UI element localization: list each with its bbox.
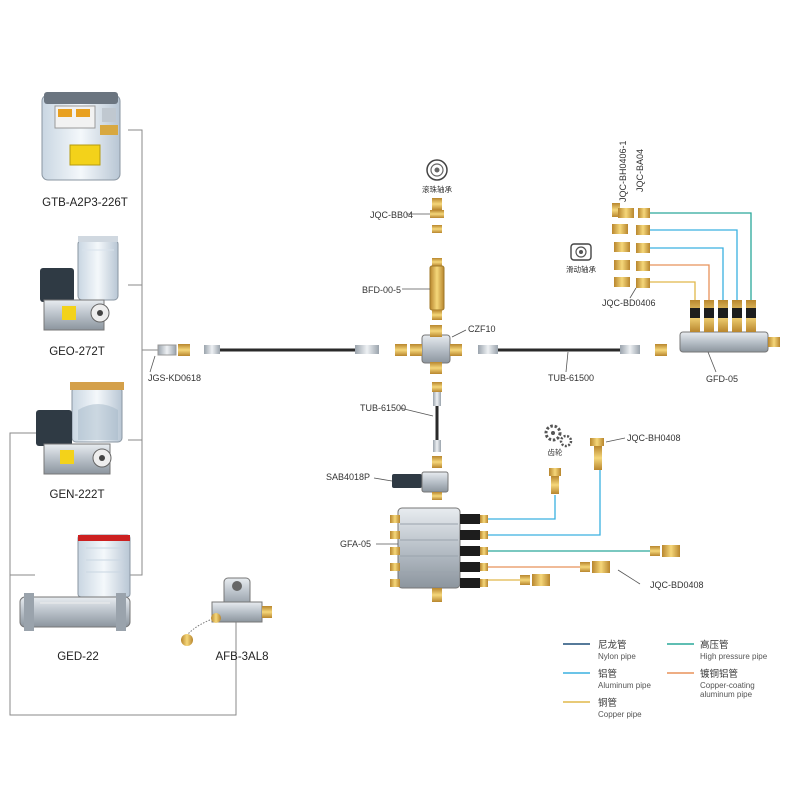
legend-en-aluminum: Aluminum pipe — [598, 681, 651, 690]
legend-cn-copper: 铜管 — [598, 697, 617, 709]
gfd05-distributor — [679, 300, 780, 353]
jqc-bb04-fitting — [430, 198, 444, 233]
label-jqc-bh0406: JQC-BH0406-1 — [618, 140, 628, 202]
label-roller-bearing: 滚珠轴承 — [422, 184, 452, 194]
jqc-bd0408-fittings — [520, 545, 680, 586]
pump-ged-image — [19, 534, 131, 631]
label-jqc-ba04: JQC-BA04 — [635, 149, 645, 192]
label-jqc-bd0408: JQC-BD0408 — [650, 580, 704, 590]
pipe-legend: 尼龙管 Nylon pipe 高压管 High pressure pipe 铝管… — [563, 639, 768, 719]
legend-cn-nylon: 尼龙管 — [598, 639, 627, 651]
czf10-tee-image — [410, 325, 462, 374]
gear-fitting — [549, 468, 561, 494]
label-tub-h: TUB-61500 — [548, 373, 594, 383]
pump-gtb-image — [41, 92, 121, 181]
sab4018p-sensor — [392, 471, 449, 500]
pump-gen-image — [36, 382, 124, 475]
label-gtb: GTB-A2P3-226T — [42, 197, 128, 209]
gear-icon — [544, 424, 573, 448]
bfd-valve-image — [429, 258, 445, 320]
label-jqc-bd0406: JQC-BD0406 — [602, 298, 656, 308]
label-gen: GEN-222T — [50, 489, 105, 501]
label-ged: GED-22 — [57, 651, 99, 663]
pump-connector-lines — [9, 129, 237, 716]
label-sliding-bearing: 滑动轴承 — [566, 264, 596, 274]
label-afb: AFB-3AL8 — [215, 651, 268, 663]
label-geo: GEO-272T — [49, 346, 105, 358]
gfd-output-lines — [650, 212, 752, 300]
legend-cn-aluminum: 铝管 — [598, 668, 617, 680]
label-jqc-bh0408: JQC-BH0408 — [627, 433, 681, 443]
legend-cn-copper-coating: 镀铜铝管 — [700, 668, 738, 680]
tub-horizontal — [478, 344, 667, 356]
roller-bearing-icon — [426, 159, 448, 181]
main-supply-line — [157, 344, 407, 356]
legend-en-copper-coating-2: aluminum pipe — [700, 690, 753, 699]
tub-vertical — [432, 382, 442, 468]
gfa-output-lines — [488, 470, 650, 581]
label-jqc-bb04: JQC-BB04 — [370, 210, 413, 220]
gfa05-distributor — [390, 507, 488, 602]
label-czf10: CZF10 — [468, 324, 496, 334]
afb-image — [181, 577, 272, 646]
jqc-bh0406-ba04-fittings — [612, 203, 650, 288]
label-gear: 齿轮 — [548, 447, 563, 457]
legend-cn-highpressure: 高压管 — [700, 639, 729, 651]
label-jgs: JGS-KD0618 — [148, 373, 201, 383]
legend-en-highpressure: High pressure pipe — [700, 652, 768, 661]
legend-en-nylon: Nylon pipe — [598, 652, 636, 661]
pump-geo-image — [40, 236, 119, 331]
legend-en-copper-coating-1: Copper-coating — [700, 681, 755, 690]
sliding-bearing-icon — [570, 243, 592, 261]
label-bfd: BFD-00-5 — [362, 285, 401, 295]
label-sab: SAB4018P — [326, 472, 370, 482]
label-gfa: GFA-05 — [340, 539, 371, 549]
label-tub-v: TUB-61500 — [360, 403, 406, 413]
jqc-bh0408-fitting — [590, 438, 604, 470]
label-gfd: GFD-05 — [706, 374, 738, 384]
legend-en-copper: Copper pipe — [598, 710, 642, 719]
